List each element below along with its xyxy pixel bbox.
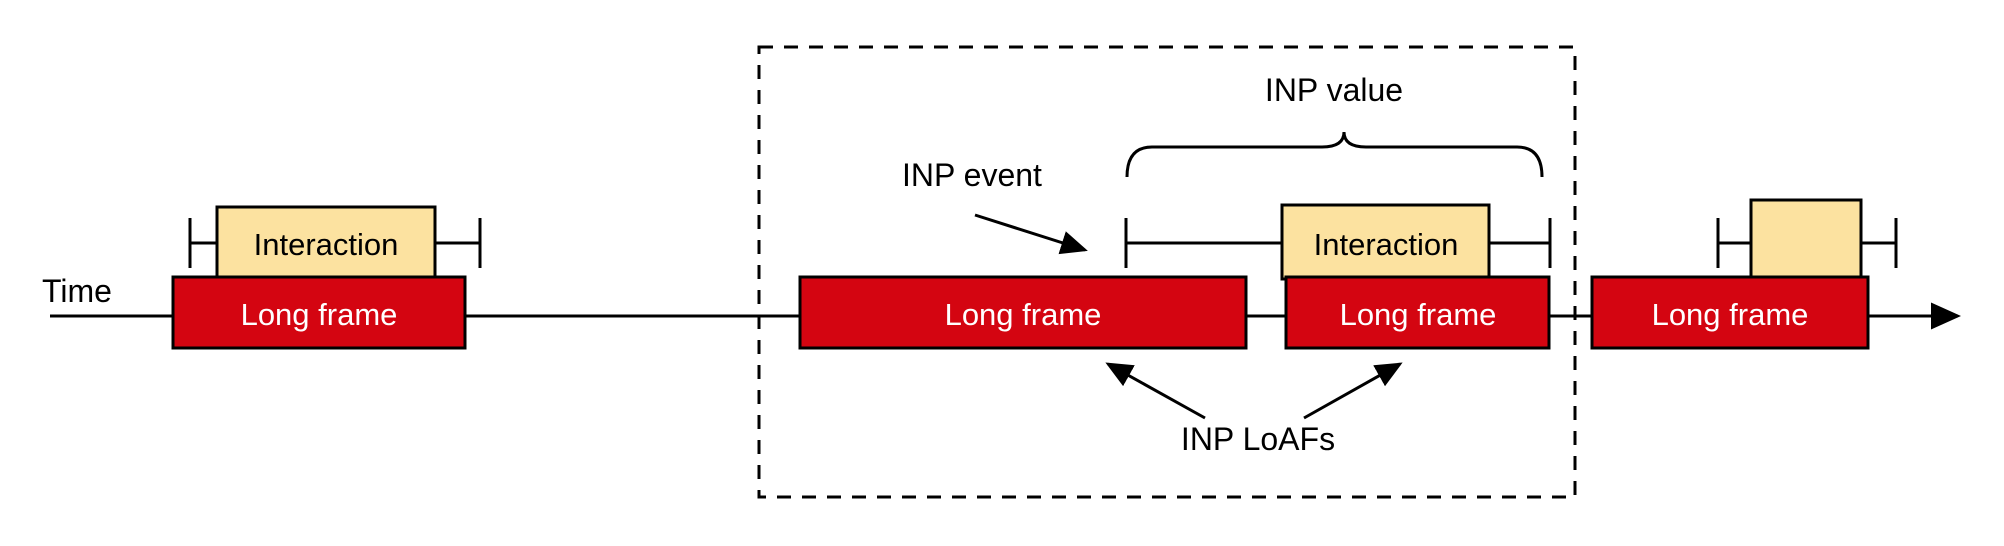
inp-event-arrow	[974, 213, 1088, 255]
inp-event-label: INP event	[902, 157, 1042, 193]
long-frame-2-label: Long frame	[945, 297, 1102, 332]
time-axis-label: Time	[42, 273, 112, 309]
inp-loafs-arrow-left	[1105, 362, 1206, 420]
interaction-3-box	[1749, 198, 1863, 280]
interaction-1-label: Interaction	[254, 227, 399, 262]
interaction-2-box	[1280, 203, 1491, 281]
long-frame-4-box	[1590, 275, 1870, 350]
long-frame-4-label: Long frame	[1652, 297, 1809, 332]
long-frame-2-box	[798, 275, 1248, 350]
inp-region-dashed-box	[757, 45, 1577, 499]
inp-loafs-arrow-right	[1303, 362, 1403, 420]
inp-loafs-label: INP LoAFs	[1181, 421, 1335, 457]
inp-value-label: INP value	[1265, 72, 1403, 108]
long-frame-1-box	[171, 275, 467, 350]
long-frame-1-label: Long frame	[241, 297, 398, 332]
inp-value-brace	[1125, 131, 1544, 178]
interaction-2-label: Interaction	[1314, 227, 1459, 262]
long-frame-3-box	[1284, 275, 1551, 350]
long-frame-3-label: Long frame	[1340, 297, 1497, 332]
